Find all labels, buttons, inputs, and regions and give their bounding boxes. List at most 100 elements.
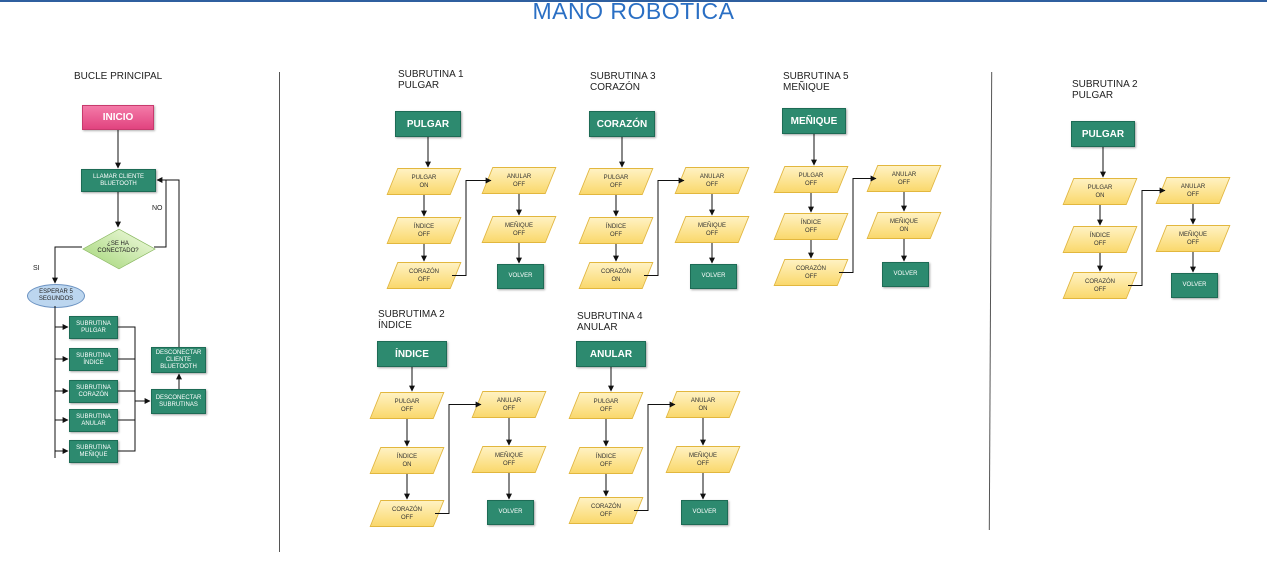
disconnect-subroutines-node: DESCONECTAR SUBRUTINAS	[151, 389, 206, 414]
step-label: ANULAR OFF	[699, 173, 725, 188]
return-node-s2: VOLVER	[487, 500, 534, 525]
return-node-s1: VOLVER	[497, 264, 544, 289]
conn-3	[644, 177, 685, 276]
step-s2b-2: CORAZÓN OFF	[1068, 272, 1132, 299]
main-sub-anular: SUBRUTINA ANULAR	[69, 409, 118, 432]
step-s1-2: CORAZÓN OFF	[392, 262, 456, 289]
step-s5-0: PULGAR OFF	[779, 166, 843, 193]
step-label: ÍNDICE OFF	[595, 453, 617, 468]
return-node-s5: VOLVER	[882, 262, 929, 287]
subroutine-header-s4: ANULAR	[576, 341, 646, 367]
decision-label: ¿SE HA CONECTADO?	[97, 241, 139, 254]
step-label: ANULAR ON	[690, 397, 716, 412]
step-s1-4: MEÑIQUE OFF	[487, 216, 551, 243]
step-label: CORAZÓN OFF	[591, 503, 621, 518]
step-s2-1: ÍNDICE ON	[375, 447, 439, 474]
no-label: NO	[152, 205, 163, 212]
step-label: CORAZÓN OFF	[1085, 278, 1115, 293]
step-s2-0: PULGAR OFF	[375, 392, 439, 419]
step-label: MEÑIQUE OFF	[688, 452, 717, 467]
step-s2-4: MEÑIQUE OFF	[477, 446, 541, 473]
step-label: ÍNDICE OFF	[413, 223, 435, 238]
subroutine-heading-s5: SUBRUTINA 5 MEÑIQUE	[783, 71, 849, 93]
subroutine-heading-s1: SUBRUTINA 1 PULGAR	[398, 69, 464, 91]
main-sub-menique: SUBRUTINA MEÑIQUE	[69, 440, 118, 463]
subroutine-header-s2: ÍNDICE	[377, 341, 447, 367]
step-s1-3: ANULAR OFF	[487, 167, 551, 194]
yes-label: SI	[33, 265, 40, 272]
subroutine-header-s3: CORAZÓN	[589, 111, 655, 137]
step-s3-0: PULGAR OFF	[584, 168, 648, 195]
step-label: MEÑIQUE ON	[889, 218, 918, 233]
step-label: PULGAR OFF	[394, 398, 420, 413]
separator-left	[279, 72, 280, 552]
start-node: INICIO	[82, 105, 154, 130]
step-label: ÍNDICE OFF	[800, 219, 822, 234]
step-label: PULGAR OFF	[593, 398, 619, 413]
subroutine-header-s2b: PULGAR	[1071, 121, 1135, 147]
connected-decision: ¿SE HA CONECTADO?	[82, 228, 156, 270]
step-label: CORAZÓN OFF	[409, 268, 439, 283]
subroutine-heading-s2: SUBRUTIMA 2 ÍNDICE	[378, 309, 445, 331]
step-label: ANULAR OFF	[496, 397, 522, 412]
subroutine-connectors	[404, 134, 1196, 514]
step-s2b-3: ANULAR OFF	[1161, 177, 1225, 204]
step-s3-4: MEÑIQUE OFF	[680, 216, 744, 243]
step-s4-4: MEÑIQUE OFF	[671, 446, 735, 473]
step-label: PULGAR OFF	[798, 172, 824, 187]
step-s3-2: CORAZÓN ON	[584, 262, 648, 289]
step-label: PULGAR OFF	[603, 174, 629, 189]
conn-3	[839, 175, 877, 273]
step-s1-1: ÍNDICE OFF	[392, 217, 456, 244]
step-label: CORAZÓN OFF	[796, 265, 826, 280]
main-loop-connectors	[52, 130, 182, 458]
call-bluetooth-node: LLAMAR CLIENTE BLUETOOTH	[81, 169, 156, 192]
conn-3	[452, 177, 492, 276]
subroutine-header-s5: MEÑIQUE	[782, 108, 846, 134]
step-label: MEÑIQUE OFF	[697, 222, 726, 237]
step-s2-2: CORAZÓN OFF	[375, 500, 439, 527]
step-label: ÍNDICE OFF	[605, 223, 627, 238]
conn-3	[435, 401, 482, 514]
step-s2-3: ANULAR OFF	[477, 391, 541, 418]
page-title: MANO ROBOTICA	[532, 0, 735, 24]
step-s5-4: MEÑIQUE ON	[872, 212, 936, 239]
step-s4-1: ÍNDICE OFF	[574, 447, 638, 474]
subroutine-heading-s4: SUBRUTINA 4 ANULAR	[577, 311, 643, 333]
step-s3-1: ÍNDICE OFF	[584, 217, 648, 244]
step-label: ANULAR OFF	[506, 173, 532, 188]
step-label: MEÑIQUE OFF	[1178, 231, 1207, 246]
step-label: ANULAR OFF	[891, 171, 917, 186]
conn-3	[634, 401, 676, 511]
return-node-s4: VOLVER	[681, 500, 728, 525]
step-s4-2: CORAZÓN OFF	[574, 497, 638, 524]
step-s5-3: ANULAR OFF	[872, 165, 936, 192]
step-label: MEÑIQUE OFF	[504, 222, 533, 237]
main-sub-pulgar: SUBRUTINA PULGAR	[69, 316, 118, 339]
subroutine-heading-s3: SUBRUTINA 3 CORAZÓN	[590, 71, 656, 93]
step-label: ANULAR OFF	[1180, 183, 1206, 198]
step-s3-3: ANULAR OFF	[680, 167, 744, 194]
step-s2b-0: PULGAR ON	[1068, 178, 1132, 205]
step-label: CORAZÓN OFF	[392, 506, 422, 521]
disconnect-bluetooth-node: DESCONECTAR CLIENTE BLUETOOTH	[151, 347, 206, 373]
step-label: ÍNDICE OFF	[1089, 232, 1111, 247]
step-label: ÍNDICE ON	[396, 453, 418, 468]
return-node-s3: VOLVER	[690, 264, 737, 289]
step-s4-0: PULGAR OFF	[574, 392, 638, 419]
subroutine-header-s1: PULGAR	[395, 111, 461, 137]
step-s5-2: CORAZÓN OFF	[779, 259, 843, 286]
top-border	[0, 0, 1267, 2]
step-label: MEÑIQUE OFF	[494, 452, 523, 467]
conn-3	[1128, 187, 1166, 286]
step-label: PULGAR ON	[1087, 184, 1113, 199]
return-node-s2b: VOLVER	[1171, 273, 1218, 298]
step-s4-3: ANULAR ON	[671, 391, 735, 418]
step-s2b-1: ÍNDICE OFF	[1068, 226, 1132, 253]
step-s5-1: ÍNDICE OFF	[779, 213, 843, 240]
main-sub-indice: SUBRUTINA ÍNDICE	[69, 348, 118, 371]
wait-node: ESPERAR 5 SEGUNDOS	[27, 284, 85, 308]
step-label: PULGAR ON	[411, 174, 437, 189]
main-sub-corazon: SUBRUTINA CORAZÓN	[69, 380, 118, 403]
